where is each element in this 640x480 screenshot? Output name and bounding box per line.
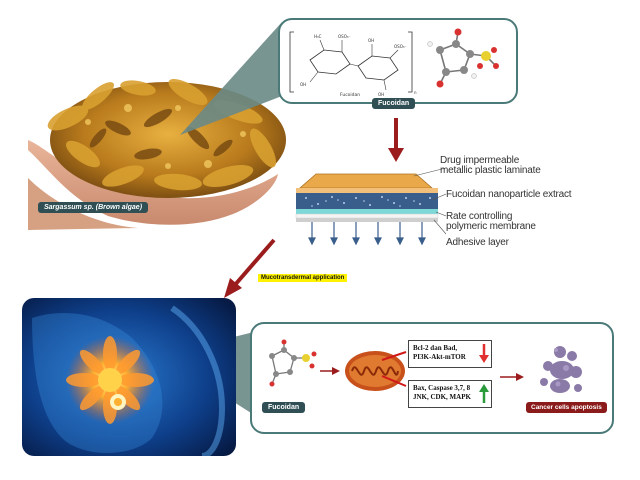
mechanism-fucoidan-tag: Fucoidan <box>262 402 306 413</box>
breast-anatomy-drawing <box>22 298 236 456</box>
arrow-structure-to-patch <box>388 118 404 162</box>
arrow-to-mitochondria <box>320 367 340 375</box>
upregulated-markers-box: Bax, Caspase 3,7, 8 JNK, CDK, MAPK <box>408 380 492 408</box>
downregulated-markers-box: Bcl-2 dan Bad, PI3K-Akt-mTOR <box>408 340 492 368</box>
structure-subscript: n <box>414 90 417 95</box>
apoptosis-result-tag: Cancer cells apoptosis <box>526 402 607 413</box>
arrow-to-apoptosis <box>500 373 524 381</box>
transdermal-patch <box>286 167 447 250</box>
up-arrow-icon <box>479 384 489 403</box>
layer-label-nanoparticle: Fucoidan nanoparticle extract <box>446 189 572 200</box>
arrow-patch-to-breast <box>224 238 276 298</box>
application-label: Mucotransdermal application <box>258 274 348 282</box>
seaweed-caption: Sargassum sp. (Brown algae) <box>38 202 149 213</box>
mitochondria-icon <box>345 351 407 391</box>
fucoidan-structure-panel: H₃C OSO₃⁻ OH OSO₃⁻ OH OH Fucoidan n <box>278 18 518 104</box>
breast-cancer-image <box>22 298 236 456</box>
layer-label-membrane: Rate controlling polymeric membrane <box>446 211 536 232</box>
patch-drawing <box>295 167 447 246</box>
layer-label-adhesive: Adhesive layer <box>446 237 509 248</box>
svg-text:OH: OH <box>378 92 384 97</box>
svg-text:OH: OH <box>300 82 306 87</box>
svg-text:OH: OH <box>368 38 374 43</box>
down-arrow-icon <box>479 344 489 363</box>
svg-text:H₃C: H₃C <box>314 34 322 39</box>
fucoidan-structure-drawing: H₃C OSO₃⁻ OH OSO₃⁻ OH OH Fucoidan n <box>289 28 499 98</box>
fucoidan-molecule-small <box>269 339 317 387</box>
layer-label-laminate: Drug impermeable metallic plastic lamina… <box>440 155 541 176</box>
structure-fragment-label: Fucoidan <box>340 92 360 98</box>
svg-text:OSO₃⁻: OSO₃⁻ <box>338 34 351 39</box>
apoptotic-cells-icon <box>540 346 582 393</box>
structure-tag: Fucoidan <box>372 98 416 109</box>
svg-text:OSO₃⁻: OSO₃⁻ <box>394 44 407 49</box>
